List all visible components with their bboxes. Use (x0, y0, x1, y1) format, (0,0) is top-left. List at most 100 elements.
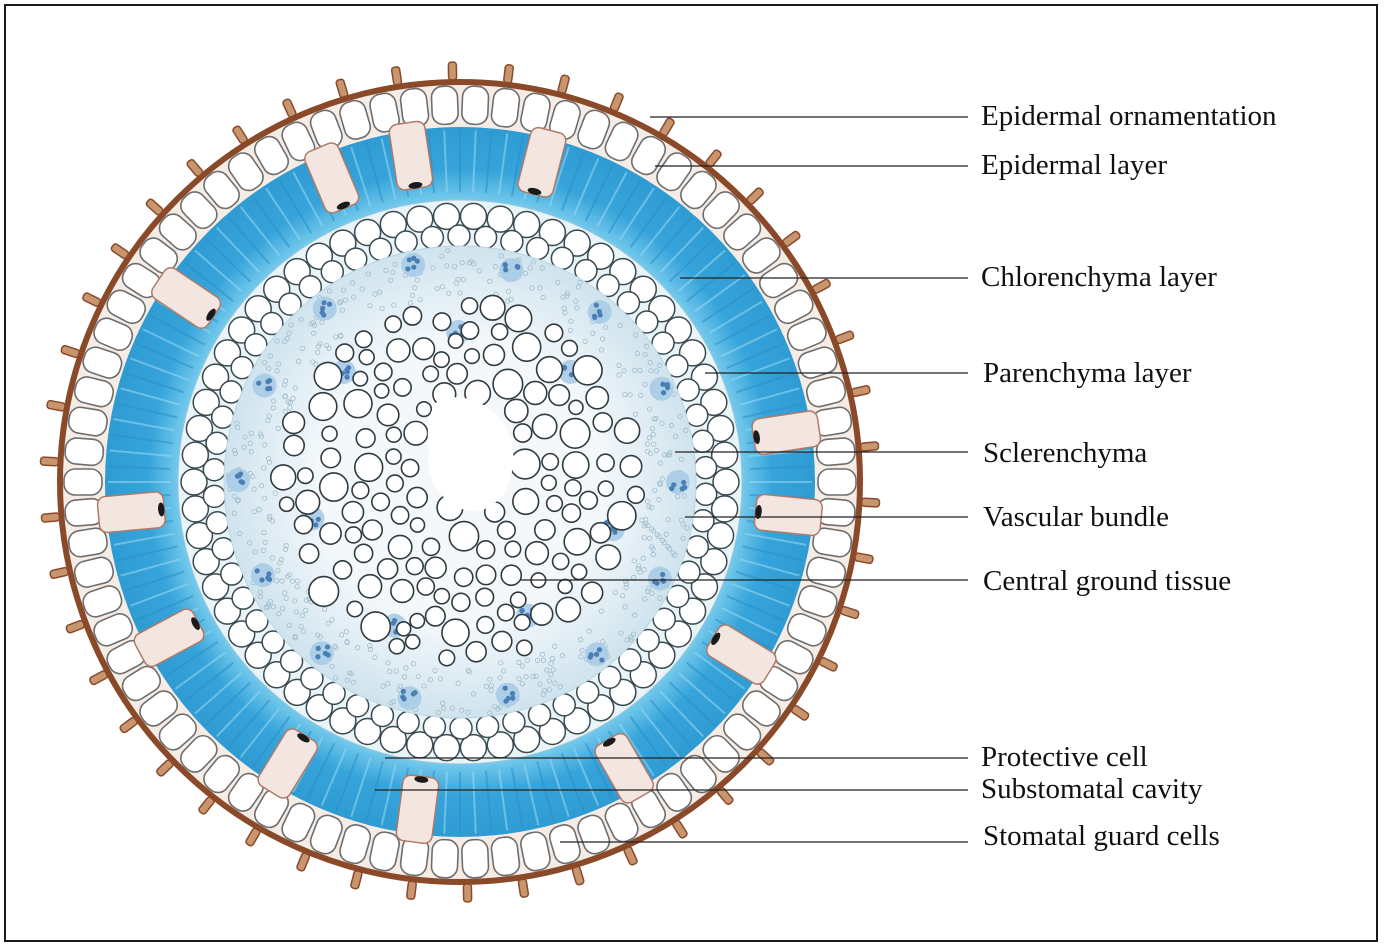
ground-tissue-cell (434, 589, 449, 604)
parenchyma-cell (423, 716, 445, 738)
parenchyma-cell (395, 231, 417, 253)
ground-tissue-cell (560, 419, 590, 449)
ground-tissue-cell (410, 518, 424, 532)
ground-tissue-cell (480, 295, 505, 320)
ground-tissue-cell (449, 522, 478, 551)
ground-tissue-cell (466, 642, 486, 662)
label-substomatal-cavity: Substomatal cavity (981, 775, 1203, 804)
ground-tissue-cell (439, 650, 455, 666)
ground-tissue-cell (549, 385, 570, 406)
ground-tissue-cell (596, 545, 621, 570)
vascular-dot (599, 657, 604, 662)
epidermal-cell (431, 839, 459, 878)
label-stomatal-guard-cells: Stomatal guard cells (983, 822, 1220, 851)
substomatal-cavity (754, 494, 823, 536)
ground-tissue-cell (447, 364, 467, 384)
ground-tissue-cell (404, 421, 428, 445)
parenchyma-cell (434, 735, 460, 761)
epidermal-cell (461, 839, 489, 878)
ground-tissue-cell (299, 544, 318, 563)
ground-tissue-cell (413, 338, 435, 360)
ground-tissue-cell (410, 614, 425, 629)
parenchyma-cell (475, 226, 497, 248)
ground-tissue-cell (586, 387, 608, 409)
ground-tissue-cell (426, 606, 446, 626)
ground-tissue-cell (448, 334, 462, 348)
ground-tissue-cell (455, 568, 473, 586)
ground-tissue-cell (510, 449, 540, 479)
vascular-dot (344, 375, 349, 380)
vascular-dot (681, 480, 686, 485)
ground-tissue-cell (358, 575, 381, 598)
ground-tissue-cell (465, 349, 480, 364)
parenchyma-cell (692, 510, 714, 532)
vascular-dot (238, 471, 243, 476)
parenchyma-cell (206, 512, 228, 534)
ornament-bump (448, 62, 456, 80)
vascular-bundle (648, 567, 672, 591)
ground-tissue-cell (553, 553, 569, 569)
label-vascular-bundle: Vascular bundle (983, 503, 1169, 532)
vascular-dot (510, 696, 515, 701)
vascular-dot (506, 696, 511, 701)
ground-tissue-cell (547, 496, 563, 512)
vascular-dot (321, 300, 326, 305)
vascular-dot (407, 257, 412, 262)
ground-tissue-cell (433, 313, 451, 331)
vascular-dot (661, 579, 666, 584)
ground-tissue-cell (597, 454, 614, 471)
ornament-bump (47, 400, 66, 411)
ground-tissue-cell (345, 527, 361, 543)
ground-tissue-cell (406, 635, 420, 649)
ground-tissue-cell (483, 344, 504, 365)
ornament-bump (840, 606, 860, 619)
ground-tissue-cell (627, 486, 644, 503)
ground-tissue-cell (571, 564, 586, 579)
ornament-bump (851, 385, 870, 397)
parenchyma-cell (212, 538, 234, 560)
ground-tissue-cell (417, 578, 434, 595)
parenchyma-cell (692, 430, 714, 452)
vascular-dot (503, 262, 508, 267)
vascular-dot (265, 575, 270, 580)
ground-tissue-cell (280, 497, 294, 511)
parenchyma-cell (460, 203, 486, 229)
ground-tissue-cell (386, 427, 401, 442)
label-epidermal-layer: Epidermal layer (981, 151, 1167, 180)
ground-tissue-cell (452, 593, 470, 611)
ground-tissue-cell (531, 603, 553, 625)
vascular-dot (664, 383, 669, 388)
ground-tissue-cell (320, 523, 341, 544)
ornament-bump (557, 75, 569, 94)
parenchyma-cell (203, 459, 225, 481)
vascular-dot (503, 686, 508, 691)
parenchyma-cell (477, 715, 499, 737)
ground-tissue-cell (535, 520, 555, 540)
ground-tissue-cell (505, 541, 521, 557)
ground-tissue-cell (298, 468, 313, 483)
vascular-dot (520, 608, 525, 613)
vascular-dot (316, 646, 321, 651)
vascular-dot (594, 652, 599, 657)
ground-tissue-cell (309, 577, 339, 607)
parenchyma-cell (501, 231, 523, 253)
ground-tissue-cell (563, 452, 589, 478)
ground-tissue-cell (598, 481, 613, 496)
ornament-bump (60, 345, 80, 358)
ground-tissue-cell (342, 502, 363, 523)
ground-tissue-cell (505, 399, 528, 422)
ground-tissue-cell (403, 307, 421, 325)
vascular-dot (592, 315, 597, 320)
ground-tissue-cell (562, 504, 580, 522)
vascular-dot (503, 267, 508, 272)
parenchyma-cell (686, 404, 708, 426)
ground-tissue-cell (355, 331, 372, 348)
ground-tissue-cell (401, 459, 418, 476)
vascular-dot (661, 390, 666, 395)
ground-tissue-cell (309, 393, 337, 421)
ground-tissue-cell (375, 384, 389, 398)
ornament-bump (41, 513, 60, 523)
ground-tissue-cell (283, 412, 305, 434)
label-chlorenchyma-layer: Chlorenchyma layer (981, 263, 1217, 292)
